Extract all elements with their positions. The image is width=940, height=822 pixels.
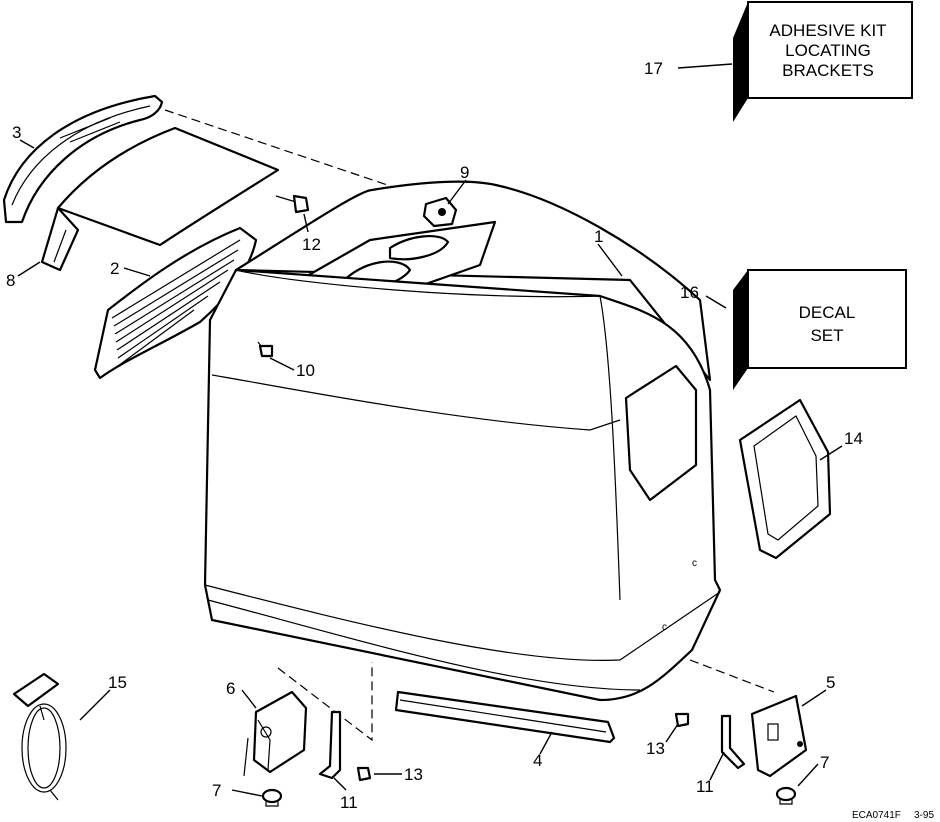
callout-6: 6 xyxy=(226,679,235,698)
part-5-plate xyxy=(750,694,808,778)
callout-7-left: 7 xyxy=(212,781,221,800)
callout-2: 2 xyxy=(110,259,119,278)
part-11-clip-left xyxy=(318,710,342,780)
part-10-screw xyxy=(257,341,274,358)
callout-5: 5 xyxy=(826,673,835,692)
leader-lines xyxy=(17,63,843,797)
drawing-code-id: ECA0741F xyxy=(852,810,901,821)
part-7-grommet-right xyxy=(775,786,797,805)
adhesive-kit-line1: ADHESIVE KIT xyxy=(769,21,886,40)
part-15-cable xyxy=(12,672,67,801)
callout-13-left: 13 xyxy=(404,765,423,784)
callout-4: 4 xyxy=(533,751,542,770)
decal-set-line1: DECAL xyxy=(799,303,856,322)
callout-11-left: 11 xyxy=(340,793,358,812)
callout-9: 9 xyxy=(460,163,469,182)
adhesive-kit-box: ADHESIVE KIT LOCATING BRACKETS xyxy=(733,1,913,122)
part-6-bracket xyxy=(243,690,308,777)
part-2-grille xyxy=(93,226,258,380)
alignment-lines xyxy=(164,109,775,742)
part-12-screw xyxy=(275,194,310,214)
part-8-cover-panel xyxy=(40,126,280,272)
callout-1: 1 xyxy=(594,227,603,246)
adhesive-kit-line2: LOCATING xyxy=(785,41,871,60)
svg-text:c: c xyxy=(692,558,697,569)
decal-set-line2: SET xyxy=(810,326,843,345)
callout-12: 12 xyxy=(302,235,321,254)
callout-10: 10 xyxy=(296,361,315,380)
callout-11-right: 11 xyxy=(696,777,714,796)
part-1-engine-cover: c c xyxy=(203,180,722,702)
callout-13-right: 13 xyxy=(646,739,665,758)
callout-7-right: 7 xyxy=(820,753,829,772)
svg-text:c: c xyxy=(662,622,667,633)
part-3-top-trim xyxy=(2,94,164,224)
part-11-clip-right xyxy=(720,714,746,770)
callout-14: 14 xyxy=(844,429,863,448)
part-13-screw-right xyxy=(674,712,690,728)
callout-labels: 3 2 8 9 1 12 10 17 16 14 15 6 7 11 13 4 … xyxy=(6,59,863,812)
callout-16: 16 xyxy=(680,283,699,302)
part-9-latch xyxy=(422,196,458,228)
part-4-trim-strip xyxy=(394,690,616,744)
part-14-vent-grille xyxy=(738,398,832,560)
callout-3: 3 xyxy=(12,123,21,142)
callout-8: 8 xyxy=(6,271,15,290)
part-13-screw-left xyxy=(356,766,372,782)
callout-15: 15 xyxy=(108,673,127,692)
part-7-grommet-left xyxy=(261,788,283,807)
drawing-code: ECA0741F 3-95 xyxy=(852,810,934,821)
callout-17: 17 xyxy=(644,59,663,78)
drawing-date: 3-95 xyxy=(914,810,934,821)
adhesive-kit-line3: BRACKETS xyxy=(782,61,874,80)
decal-set-box: DECAL SET xyxy=(733,269,907,390)
